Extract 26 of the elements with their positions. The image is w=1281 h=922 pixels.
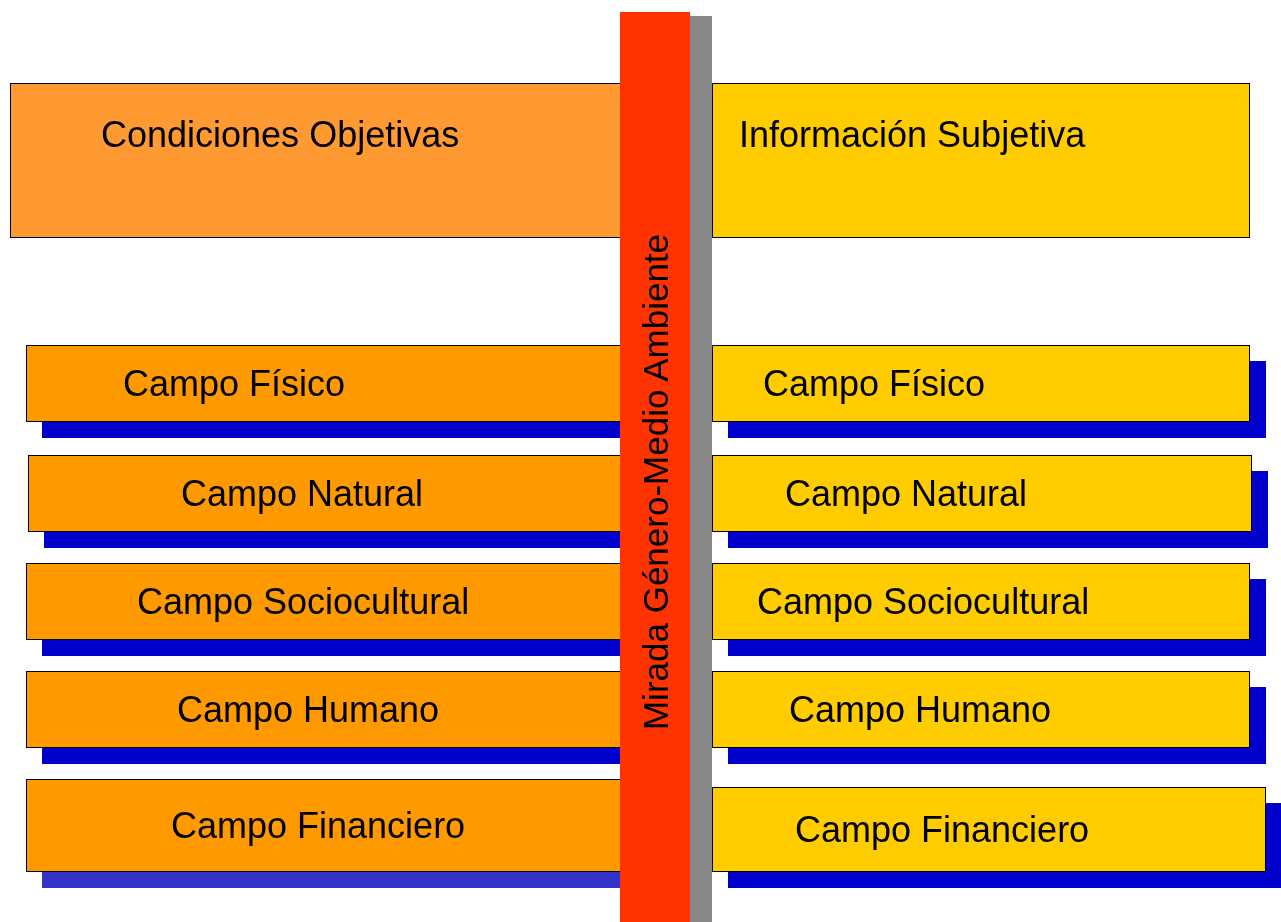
field-box bbox=[28, 455, 622, 532]
field-label: Campo Natural bbox=[785, 472, 1028, 515]
field-label: Campo Financiero bbox=[171, 804, 466, 847]
field-label: Campo Sociocultural bbox=[757, 580, 1090, 623]
header-box bbox=[10, 83, 622, 238]
field-label: Campo Sociocultural bbox=[137, 580, 470, 623]
field-label: Campo Físico bbox=[123, 362, 346, 405]
field-label: Campo Natural bbox=[181, 472, 424, 515]
field-box bbox=[712, 787, 1266, 872]
field-box bbox=[26, 671, 622, 748]
header-label: Información Subjetiva bbox=[739, 114, 1086, 156]
band-label: Mirada Género-Medio Ambiente bbox=[637, 233, 673, 731]
field-box bbox=[712, 345, 1250, 422]
field-label: Campo Financiero bbox=[795, 808, 1090, 851]
field-box bbox=[26, 779, 622, 872]
field-box bbox=[712, 671, 1250, 748]
field-box bbox=[26, 345, 622, 422]
field-label: Campo Humano bbox=[177, 688, 440, 731]
field-box bbox=[712, 563, 1250, 640]
field-label: Campo Humano bbox=[789, 688, 1052, 731]
field-box bbox=[712, 455, 1252, 532]
header-box bbox=[712, 83, 1250, 238]
vertical-band bbox=[620, 12, 690, 922]
field-label: Campo Físico bbox=[763, 362, 986, 405]
field-box bbox=[26, 563, 622, 640]
header-label: Condiciones Objetivas bbox=[101, 114, 460, 156]
